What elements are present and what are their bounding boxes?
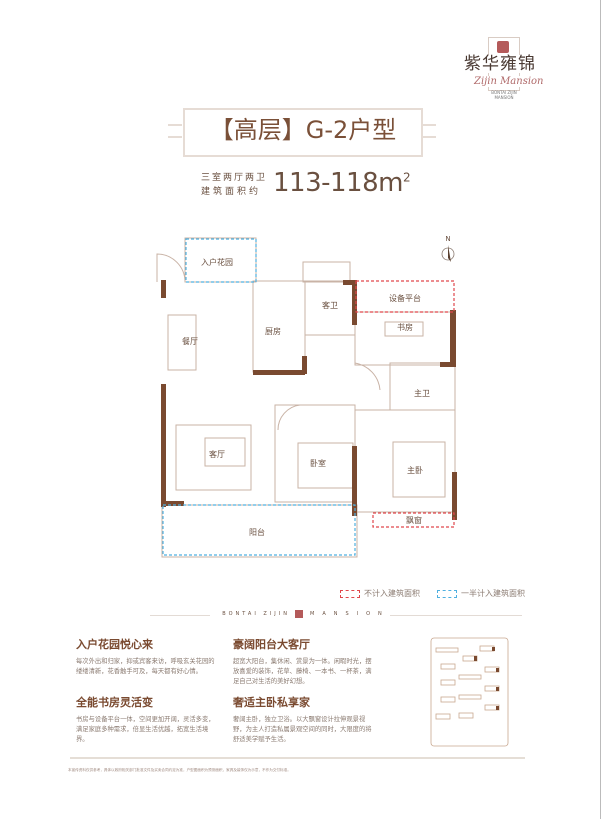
room-label-equipment: 设备平台 (389, 293, 421, 303)
area-number: 113-118m (273, 168, 403, 198)
layout-label: 三室两厅两卫 (201, 173, 268, 183)
room-label-balcony: 阳台 (249, 527, 265, 537)
divider-seal-icon (295, 610, 303, 618)
legend-red-dash-icon (340, 590, 360, 598)
area-label: 建筑面积约 (201, 187, 262, 197)
room-label-bay-window: 飘窗 (406, 515, 422, 525)
logo-name-en: Zijin Mansion (474, 76, 544, 87)
room-label-master-bed: 主卧 (407, 465, 423, 475)
feature-garden: 入户花园悦心来 每次外出和归家，抑或宾客来访，呼吸玄关花园的缕缕清新，花香触手可… (76, 638, 216, 677)
bedroom-outline (274, 404, 356, 503)
living-rug (175, 424, 252, 491)
walls (161, 280, 457, 520)
legend-blue-dash-icon (437, 590, 457, 598)
divider-line-left (150, 615, 210, 616)
area-value: 113-118m2 (273, 168, 411, 198)
compass-label: N (445, 235, 450, 243)
room-label-study: 书房 (397, 322, 413, 332)
room-label-dining: 餐厅 (182, 337, 198, 346)
page-edge (600, 0, 601, 819)
divider-text-right: MANSION (310, 611, 390, 617)
page-title: 【高层】G-2户型 (209, 116, 397, 144)
coffee-table (204, 437, 246, 467)
feature-title: 奢适主卧私享家 (233, 696, 310, 709)
feature-text: 每次外出和归家，抑或宾客来访，呼吸玄关花园的缕缕清新，花香触手可及，每天都有好心… (76, 658, 215, 675)
room-label-guest-bath: 客卫 (322, 300, 338, 310)
study-outline (354, 311, 456, 366)
feature-balcony: 豪阔阳台大客厅 超宽大阳台，集休闲、赏景为一体。闲暇时光，摆放喜爱的装饰，花草、… (233, 638, 373, 687)
room-label-kitchen: 厨房 (265, 326, 281, 336)
divider-line-right (390, 615, 522, 616)
feature-title: 全能书房灵活变 (76, 696, 153, 709)
title-ornament-right (422, 124, 436, 138)
legend-item-half: 一半计入建筑面积 (437, 589, 525, 599)
feature-text: 奢阔主卧，独立卫浴。以大飘窗设计拉伸观景视野，为主人打造私属景观空间的同时，大限… (233, 716, 372, 743)
feature-study: 全能书房灵活变 书房与设备平台一体，空间更加开阔，灵活多变，满足家庭多种需求，倍… (76, 696, 216, 745)
divider-text-left: BONTAI ZIJIN (222, 611, 290, 617)
feature-text: 书房与设备平台一体，空间更加开阔，灵活多变，满足家庭多种需求，倍显生活优越，拓宽… (76, 716, 215, 743)
ac-box (302, 261, 351, 283)
room-label-master-bath: 主卫 (414, 388, 430, 398)
title-ornament-left (168, 124, 182, 138)
site-map-thumbnail (430, 637, 509, 747)
master-bath-outline (389, 362, 456, 411)
logo-small-text: BONTAI ZIJIN MANSION (491, 90, 517, 100)
legend-label: 不计入建筑面积 (364, 589, 420, 598)
disclaimer: 本宣传资料仅供参考，具体以政府相关部门批准文件及买卖合同约定为准，户型图面积为预… (68, 768, 291, 772)
area-unit: 2 (402, 170, 411, 185)
study-desk (384, 321, 424, 337)
master-bed (392, 441, 446, 498)
dining-table (167, 314, 197, 371)
logo-name-cn: 紫华雍锦 (462, 54, 538, 74)
compass-icon (441, 245, 455, 262)
feature-text: 超宽大阳台，集休闲、赏景为一体。闲暇时光，摆放喜爱的装饰，花草、藤椅、一本书、一… (233, 658, 372, 685)
door-swing (277, 404, 301, 431)
door-swing (354, 362, 381, 391)
room-label-living: 客厅 (209, 449, 225, 459)
legend-item-excluded: 不计入建筑面积 (340, 589, 420, 599)
feature-title: 豪阔阳台大客厅 (233, 638, 310, 651)
legend-label: 一半计入建筑面积 (461, 589, 525, 598)
title-frame (183, 108, 423, 157)
entry-door-swing (156, 253, 186, 283)
bottom-band (70, 757, 525, 759)
feature-master: 奢适主卧私享家 奢阔主卧，独立卫浴。以大飘窗设计拉伸观景视野，为主人打造私属景观… (233, 696, 373, 745)
site-map-highlights (474, 647, 499, 710)
logo-seal-icon (497, 41, 509, 53)
feature-title: 入户花园悦心来 (76, 638, 153, 651)
room-label-bedroom: 卧室 (310, 458, 326, 468)
room-label-garden: 入户花园 (201, 257, 233, 267)
